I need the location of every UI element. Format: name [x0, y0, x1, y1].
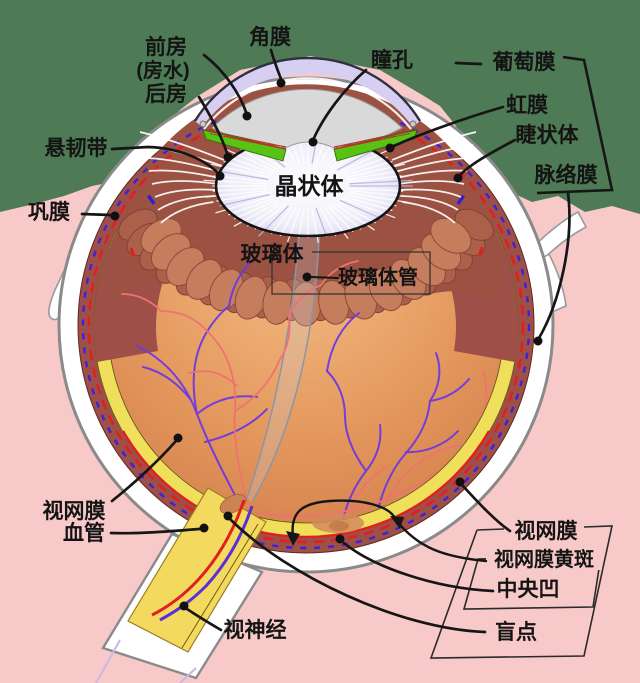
label-retina: 视网膜 [515, 519, 578, 543]
leader-pupil [312, 68, 368, 140]
leader-ciliary-body [459, 138, 517, 176]
label-cornea: 角膜 [249, 25, 291, 49]
dot-retinal-vessels-b [199, 523, 209, 533]
dot-anterior-chamber [242, 111, 252, 121]
leader-anterior-chamber [202, 53, 248, 114]
cornea-inner-highlight [203, 77, 412, 130]
leader-retina [461, 484, 512, 533]
dot-sclera [110, 211, 120, 221]
label-iris: 虹膜 [506, 93, 548, 117]
label-pupil: 瞳孔 [371, 48, 413, 72]
label-choroid: 脉络膜 [534, 163, 598, 187]
leader-sclera [80, 212, 113, 217]
label-anterior-chamber: 前房 [145, 35, 187, 59]
nerve-cut-line-left [95, 639, 121, 683]
dot-hyaloid-canal [302, 272, 312, 282]
vitreous-canal-box [271, 251, 431, 295]
iris-margin-right [333, 128, 418, 148]
label-vitreous: 玻璃体 [241, 242, 305, 266]
dot-retina [455, 477, 465, 487]
dot-pupil [308, 137, 318, 147]
retina-group-box [429, 525, 613, 659]
nerve-fiber-line [181, 523, 259, 649]
label-sclera: 巩膜 [28, 200, 70, 224]
limbus-right [409, 120, 417, 128]
leader-posterior-chamber [197, 95, 229, 155]
leader-optic-nerve [185, 607, 223, 632]
arrowheads [286, 516, 404, 546]
label-aqueous-humor: (房水) [136, 58, 189, 82]
iris-margin-left [202, 128, 287, 148]
dot-optic-nerve [179, 601, 189, 611]
dot-choroid [533, 336, 543, 346]
leader-dots [110, 78, 543, 611]
leader-blind-spot [229, 518, 487, 634]
leader-retinal-vessels-a [110, 440, 177, 503]
iris-radial-lines [209, 132, 411, 150]
macula-arrow-connector [394, 518, 488, 563]
dot-ciliary-body [453, 173, 463, 183]
label-optic-nerve: 视神经 [224, 618, 287, 642]
leader-uvea-dash [454, 61, 483, 66]
labels: 前房 (房水) 后房 角膜 瞳孔 葡萄膜 虹膜 睫状体 脉络膜 悬韧带 巩膜 晶… [28, 25, 598, 644]
dot-blind-spot [223, 511, 233, 521]
dot-retinal-vessels-a [173, 433, 183, 443]
label-zonule: 悬韧带 [45, 136, 108, 160]
leader-hyaloid-canal [311, 276, 339, 279]
label-uvea: 葡萄膜 [492, 50, 556, 74]
macula-extent-arrow [291, 499, 398, 539]
label-hyaloid-canal: 玻璃体管 [338, 265, 418, 289]
ciliary-processes-front-row [140, 217, 472, 327]
leader-zonule [110, 145, 220, 175]
leader-retinal-vessels-b [109, 527, 202, 535]
dot-fovea [335, 534, 345, 544]
label-retinal-vessels-line2: 血管 [63, 521, 105, 545]
leader-lines [80, 48, 571, 634]
cornea-layer [195, 58, 420, 127]
dot-posterior-chamber [223, 152, 233, 162]
dot-zonule [215, 171, 225, 181]
label-blind-spot: 盲点 [495, 620, 537, 644]
retina-edge-artery [121, 430, 491, 539]
leader-fovea [342, 541, 495, 593]
limbus-left [199, 120, 207, 128]
cornea-outer-outline [193, 56, 422, 122]
leader-cornea [269, 48, 283, 81]
label-fovea: 中央凹 [497, 578, 560, 601]
label-ciliary-body: 睫状体 [516, 123, 580, 147]
leader-choroid [537, 191, 571, 340]
label-macula: 视网膜黄斑 [494, 547, 594, 571]
dot-iris [385, 143, 395, 153]
label-masks [486, 520, 602, 642]
nerve-cut-line-right [179, 667, 197, 683]
leader-iris [392, 105, 505, 148]
fovea-dimple [329, 521, 349, 531]
label-posterior-chamber: 后房 [145, 82, 187, 106]
uvea-bracket [536, 55, 614, 195]
nerve-central-vein [159, 505, 254, 622]
dot-cornea [276, 78, 286, 88]
label-lens: 晶状体 [275, 173, 345, 199]
label-retinal-vessels-line1: 视网膜 [43, 499, 106, 523]
